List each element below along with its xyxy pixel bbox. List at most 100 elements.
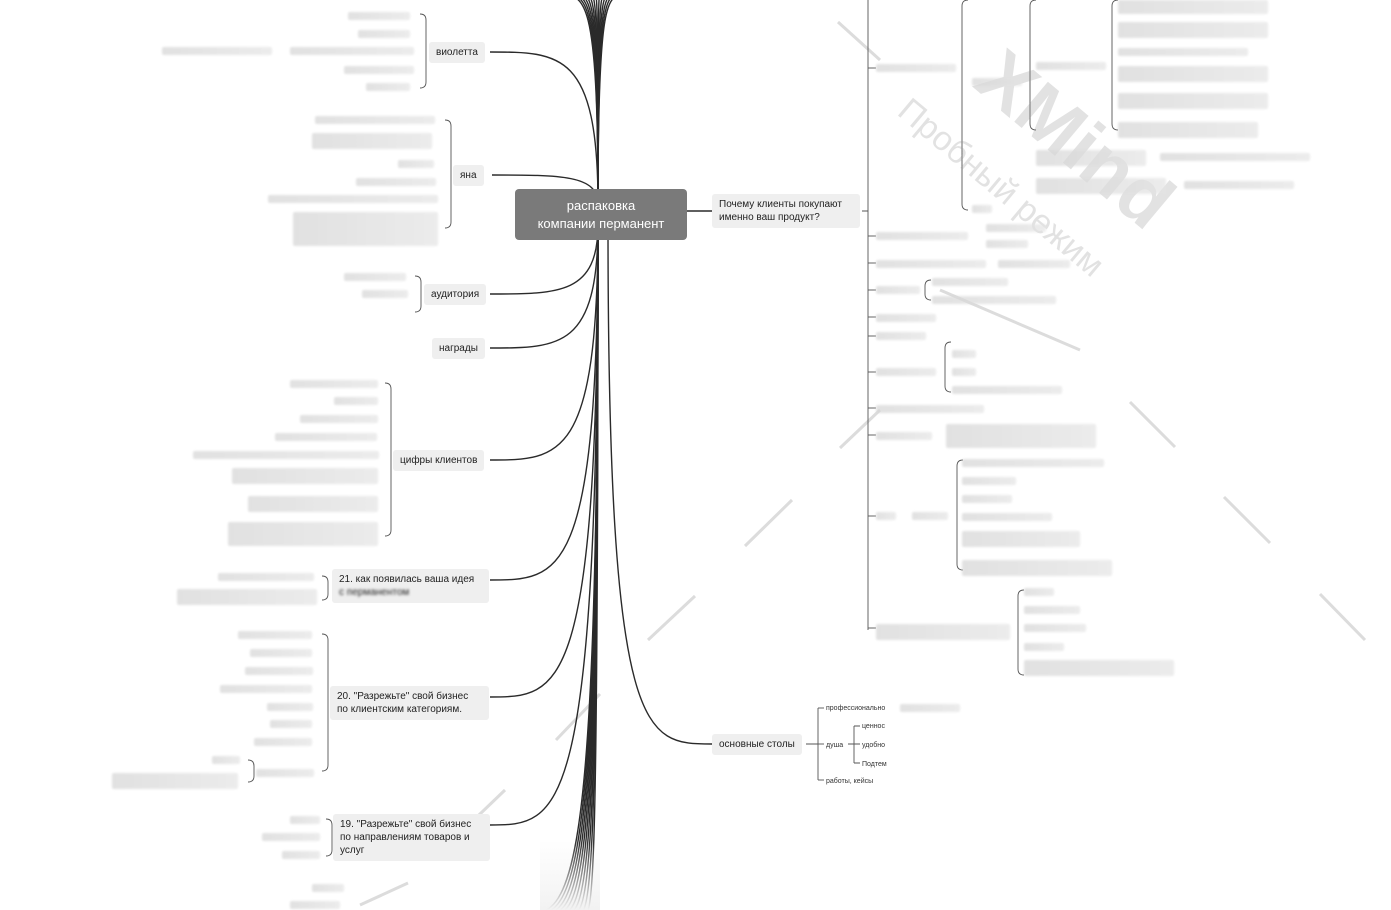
topic-awards[interactable]: награды (432, 338, 485, 359)
topic-client-numbers[interactable]: цифры клиентов (393, 450, 485, 471)
blurred-text-67 (876, 405, 984, 413)
right-bracket-5 (1017, 589, 1025, 676)
connector-top-13 (597, 0, 613, 205)
watermark-stroke-0 (836, 20, 882, 62)
subtopic-professional[interactable]: профессионально (826, 705, 886, 712)
blurred-text-83 (1024, 660, 1174, 676)
topic-split-clients-line-1: 20. "Разрежьте" свой бизнес (337, 691, 469, 702)
blurred-text-68 (876, 432, 932, 440)
topic-split-by-clients[interactable]: 20. "Разрежьте" свой бизнес по клиентски… (330, 686, 489, 720)
blurred-text-0 (348, 12, 410, 20)
topic-audience[interactable]: аудитория (424, 284, 487, 305)
subtopic-3[interactable]: Подтем (862, 761, 887, 768)
blurred-text-29 (270, 720, 312, 728)
blurred-text-56 (876, 260, 986, 268)
blurred-text-9 (356, 178, 436, 186)
blurred-text-42 (1118, 66, 1268, 82)
blurred-text-6 (315, 116, 435, 124)
blurred-text-8 (398, 160, 434, 168)
left-bracket-3 (384, 382, 392, 537)
blurred-text-26 (245, 667, 313, 675)
connector-left-4 (489, 223, 599, 461)
blurred-text-47 (876, 64, 956, 72)
tables-connector-4 (848, 725, 860, 764)
subtopic-soul[interactable]: душа (826, 742, 844, 749)
subtopic-works-cases[interactable]: работы, кейсы (826, 778, 874, 785)
blurred-text-31 (212, 756, 240, 764)
topic-yana[interactable]: яна (453, 165, 484, 186)
blurred-text-37 (312, 884, 344, 892)
watermark-stroke-7 (646, 594, 697, 642)
topic-idea[interactable]: 21. как появилась ваша идея с перманенто… (332, 569, 489, 603)
blurred-text-61 (876, 314, 936, 322)
topic-split-goods-line-3: услуг (340, 845, 365, 856)
blurred-text-34 (290, 816, 320, 824)
blurred-text-62 (876, 332, 926, 340)
topic-main-tables[interactable]: основные столы (712, 734, 802, 755)
watermark-stroke-5 (1222, 495, 1272, 545)
blurred-text-74 (962, 495, 1012, 503)
blurred-text-53 (876, 232, 968, 240)
blurred-text-80 (1024, 606, 1080, 614)
blurred-text-60 (932, 296, 1056, 304)
topic-violetta[interactable]: виолетта (429, 42, 485, 63)
blurred-text-73 (962, 477, 1016, 485)
blurred-text-21 (228, 522, 378, 546)
blurred-text-72 (962, 459, 1104, 467)
topic-split-by-goods[interactable]: 19. "Разрежьте" свой бизнес по направлен… (333, 814, 490, 861)
left-bracket-2 (414, 275, 422, 313)
root-line-2: компании перманент (537, 215, 665, 231)
blurred-text-28 (267, 703, 313, 711)
blurred-text-55 (986, 240, 1028, 248)
blurred-text-84 (900, 704, 960, 712)
left-bracket-6 (247, 759, 255, 783)
left-bracket-5 (321, 633, 329, 772)
topic-idea-line-2: с перманентом (339, 587, 410, 598)
blurred-text-78 (876, 624, 1010, 640)
watermark-stroke-4 (743, 498, 794, 548)
blurred-text-10 (268, 195, 438, 203)
blurred-text-16 (300, 415, 378, 423)
subtopic-value[interactable]: ценнос (862, 723, 885, 730)
topic-why-clients-buy[interactable]: Почему клиенты покупают именно ваш проду… (712, 194, 860, 228)
blurred-text-75 (962, 513, 1052, 521)
blurred-text-17 (275, 433, 377, 441)
blurred-text-82 (1024, 643, 1064, 651)
blurred-text-81 (1024, 624, 1086, 632)
blurred-text-7 (312, 133, 432, 149)
blurred-text-4 (344, 66, 414, 74)
connector-left-2 (489, 223, 599, 295)
blurred-text-18 (193, 451, 379, 459)
blurred-text-39 (1118, 0, 1268, 14)
watermark-stroke-10 (359, 881, 409, 907)
blurred-text-30 (254, 738, 312, 746)
connector-main-tables (607, 223, 713, 745)
blurred-text-25 (250, 649, 312, 657)
topic-split-goods-line-2: по направлениям товаров и (340, 832, 470, 843)
watermark-stroke-3 (838, 408, 882, 450)
blurred-text-35 (262, 833, 320, 841)
blurred-text-51 (1184, 181, 1294, 189)
root-topic[interactable]: распаковка компании перманент (515, 189, 687, 240)
blurred-text-64 (952, 350, 976, 358)
blurred-text-71 (912, 512, 948, 520)
blurred-text-38 (290, 901, 340, 909)
right-bracket-2 (1111, 0, 1119, 131)
blurred-text-20 (248, 496, 378, 512)
blurred-text-11 (293, 212, 438, 246)
blurred-text-52 (972, 205, 992, 213)
tables-connector-0 (806, 708, 819, 780)
blurred-text-48 (1036, 150, 1146, 166)
connector-bottom-0 (545, 228, 599, 910)
blurred-text-79 (1024, 588, 1054, 596)
blurred-text-58 (876, 286, 920, 294)
blurred-text-22 (218, 573, 314, 581)
right-bracket-1 (1029, 0, 1037, 131)
connector-left-3 (489, 223, 599, 349)
blurred-text-5 (366, 83, 410, 91)
subtopic-comfort[interactable]: удобно (862, 742, 886, 749)
blurred-text-41 (1118, 48, 1248, 56)
blurred-text-50 (1036, 178, 1166, 194)
